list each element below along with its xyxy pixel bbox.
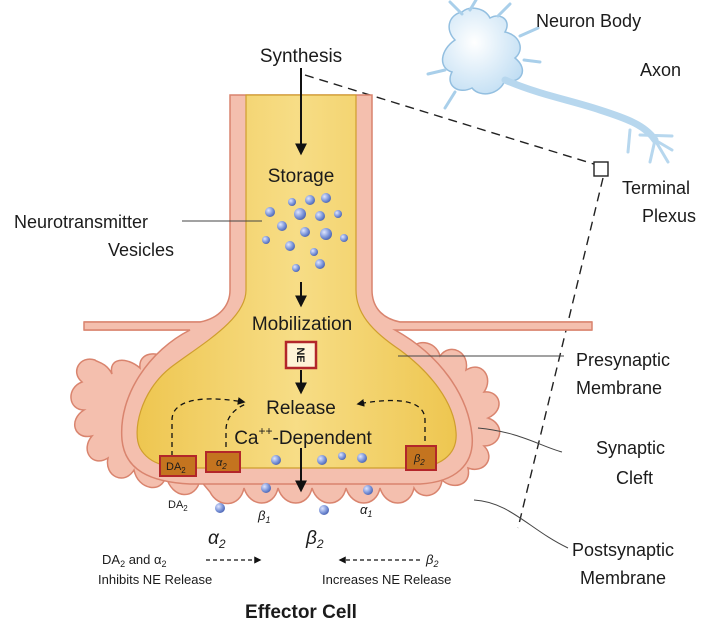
- terminal-box: [594, 162, 608, 176]
- increases-text: Increases NE Release: [322, 572, 451, 587]
- release-label: Release: [266, 398, 336, 419]
- vesicle: [271, 455, 281, 465]
- vesicle: [277, 221, 287, 231]
- postsynaptic-membrane-line1: Postsynaptic: [572, 540, 674, 560]
- beta2-bottom-label: β2: [305, 528, 324, 551]
- vesicle: [334, 210, 342, 218]
- ne-label: NE: [294, 347, 306, 362]
- presynaptic-membrane-line2: Membrane: [576, 378, 662, 398]
- vesicle: [317, 455, 327, 465]
- terminal-plexus-line1: Terminal: [622, 178, 690, 198]
- presynaptic-membrane-line1: Presynaptic: [576, 350, 670, 370]
- mobilization-label: Mobilization: [252, 314, 352, 335]
- ca-dependent-label: Ca++-Dependent: [234, 424, 372, 449]
- neuron-body-label: Neuron Body: [536, 11, 641, 31]
- vesicle: [357, 453, 367, 463]
- beta2-presynaptic-receptor: β2: [406, 446, 436, 470]
- vesicle: [340, 234, 348, 242]
- svg-text:β2: β2: [425, 552, 438, 569]
- vesicle: [315, 211, 325, 221]
- vesicle: [319, 505, 329, 515]
- terminal-plexus-line2: Plexus: [642, 206, 696, 226]
- alpha1-postsynaptic-label: α1: [360, 502, 372, 519]
- axon-label: Axon: [640, 60, 681, 80]
- vesicle: [261, 483, 271, 493]
- vesicle: [288, 198, 296, 206]
- inhibits-text: Inhibits NE Release: [98, 572, 212, 587]
- vesicle: [315, 259, 325, 269]
- vesicle: [215, 503, 225, 513]
- effector-cell-label: Effector Cell: [245, 602, 357, 623]
- alpha2-presynaptic-receptor: α2: [206, 452, 240, 472]
- postsynaptic-membrane-line2: Membrane: [580, 568, 666, 588]
- vesicle: [321, 193, 331, 203]
- vesicle: [320, 228, 332, 240]
- vesicle: [338, 452, 346, 460]
- vesicle: [285, 241, 295, 251]
- da2-postsynaptic-label: DA2: [168, 499, 188, 513]
- vesicle: [300, 227, 310, 237]
- svg-text:DA2 and α2: DA2 and α2: [102, 552, 167, 569]
- synthesis-label: Synthesis: [260, 46, 342, 67]
- postsynaptic-receptor-labels: DA2 β1 α1: [168, 499, 372, 525]
- vesicles-label-line1: Neurotransmitter: [14, 212, 148, 232]
- synaptic-cleft-line1: Synaptic: [596, 438, 665, 458]
- ne-box: NE: [286, 342, 316, 368]
- vesicle: [292, 264, 300, 272]
- vesicle: [305, 195, 315, 205]
- synaptic-cleft-line2: Cleft: [616, 468, 653, 488]
- vesicle: [262, 236, 270, 244]
- storage-label: Storage: [268, 166, 335, 187]
- vesicle: [265, 207, 275, 217]
- beta1-postsynaptic-label: β1: [257, 508, 270, 525]
- vesicles-label-line2: Vesicles: [108, 240, 174, 260]
- increases-note: β2 Increases NE Release: [322, 552, 451, 587]
- vesicle: [294, 208, 306, 220]
- vesicle: [363, 485, 373, 495]
- alpha2-bottom-label: α2: [208, 528, 226, 551]
- inhibits-note: DA2 and α2 Inhibits NE Release: [98, 552, 260, 587]
- da2-presynaptic-receptor: DA2: [160, 456, 196, 476]
- vesicle: [310, 248, 318, 256]
